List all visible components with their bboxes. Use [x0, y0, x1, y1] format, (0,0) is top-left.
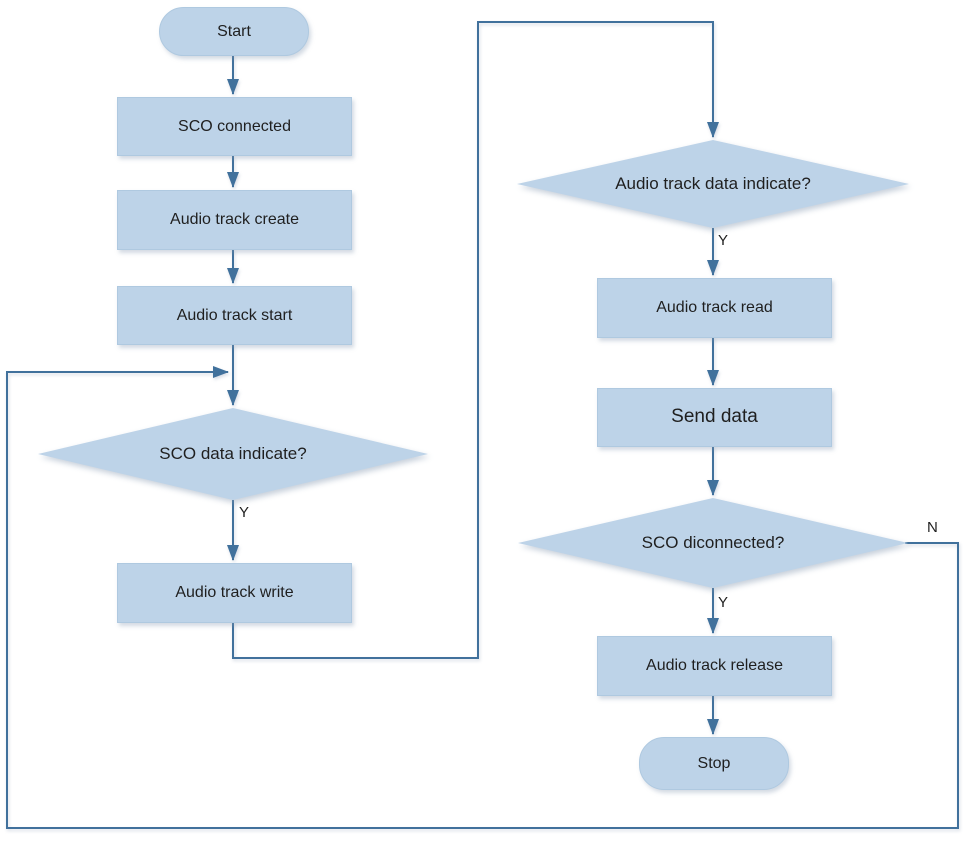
- edge-label-sco-diconnected-no: N: [927, 519, 938, 536]
- node-sco-data-indicate-label: SCO data indicate?: [159, 443, 307, 463]
- node-sco-data-indicate: SCO data indicate?: [38, 408, 428, 500]
- node-start: Start: [159, 7, 309, 56]
- node-sco-diconnected-label: SCO diconnected?: [641, 532, 785, 552]
- node-start-label: Start: [217, 22, 251, 40]
- node-audio-track-release: Audio track release: [597, 636, 832, 696]
- edge-sco-diconnected-no-loop-back: [6, 366, 959, 829]
- node-audio-track-write-label: Audio track write: [175, 584, 294, 602]
- node-audio-track-read: Audio track read: [597, 278, 832, 338]
- node-audio-track-read-label: Audio track read: [656, 299, 773, 317]
- node-audio-track-data-indicate-label: Audio track data indicate?: [615, 173, 811, 193]
- edge-label-sco-data-yes: Y: [239, 504, 250, 521]
- node-audio-track-release-label: Audio track release: [646, 657, 783, 675]
- node-sco-connected: SCO connected: [117, 97, 352, 156]
- edge-label-sco-diconnected-yes: Y: [718, 594, 729, 611]
- edge-write-to-audio-data-indicate: [232, 21, 719, 659]
- edge-label-audio-data-yes: Y: [718, 232, 729, 249]
- node-audio-track-create: Audio track create: [117, 190, 352, 250]
- node-audio-track-create-label: Audio track create: [170, 211, 299, 229]
- node-audio-track-data-indicate: Audio track data indicate?: [517, 140, 909, 228]
- node-audio-track-start-label: Audio track start: [176, 306, 293, 324]
- node-stop-label: Stop: [697, 754, 731, 772]
- node-audio-track-write: Audio track write: [117, 563, 352, 623]
- node-sco-connected-label: SCO connected: [178, 117, 291, 135]
- node-send-data-label: Send data: [671, 406, 758, 428]
- node-send-data: Send data: [597, 388, 832, 447]
- node-sco-diconnected: SCO diconnected?: [518, 498, 908, 588]
- node-audio-track-start: Audio track start: [117, 286, 352, 345]
- node-stop: Stop: [639, 737, 789, 790]
